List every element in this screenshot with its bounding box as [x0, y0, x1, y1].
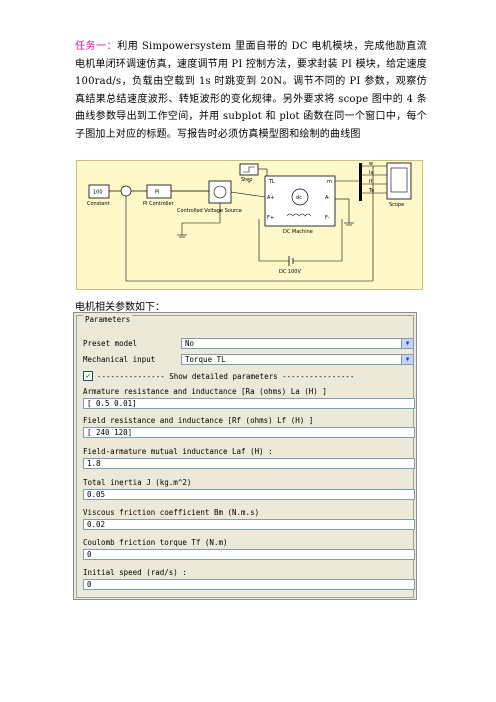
- a-plus-port: A+: [267, 195, 275, 201]
- chevron-down-icon[interactable]: ▼: [401, 339, 413, 348]
- bus-output-ia: Ia: [369, 170, 374, 176]
- show-detailed-checkbox[interactable]: ✔: [83, 371, 93, 381]
- dc-machine-label: DC Machine: [283, 229, 313, 235]
- viscous-bm-input[interactable]: 0.02: [83, 519, 415, 530]
- constant-label: Constant: [87, 201, 110, 207]
- caption: 电机相关参数如下：: [75, 302, 165, 313]
- f-minus-port: F-: [325, 215, 330, 221]
- task-text: 利用 Simpowersystem 里面自带的 DC 电机模块，完成他励直流电机…: [75, 41, 427, 140]
- parameters-group-title: Parameters: [83, 315, 133, 324]
- mechanical-input-value: Torque TL: [185, 355, 226, 364]
- inertia-j-input[interactable]: 0.05: [83, 489, 415, 500]
- step-label: Step: [241, 177, 252, 183]
- preset-model-select[interactable]: No ▼: [181, 338, 414, 349]
- param-label: Viscous friction coefficient Bm (N.m.s): [83, 508, 260, 517]
- task-paragraph: 任务一：利用 Simpowersystem 里面自带的 DC 电机模块，完成他励…: [75, 38, 427, 144]
- simulink-model-diagram: 100 Constant PI PI Controller Controlled…: [76, 160, 423, 290]
- bus-output-if: If: [369, 179, 372, 185]
- preset-model-row: Preset model No ▼: [83, 338, 414, 349]
- param-label: Coulomb friction torque Tf (N.m): [83, 538, 228, 547]
- show-detailed-row: ✔ --------------- Show detailed paramete…: [83, 371, 354, 381]
- param-label: Field-armature mutual inductance Laf (H)…: [83, 447, 273, 456]
- f-plus-port: F+: [267, 215, 274, 221]
- constant-block[interactable]: [88, 184, 110, 199]
- coulomb-tf-input[interactable]: 0: [83, 549, 415, 560]
- bus-output-te: Te: [368, 188, 374, 194]
- field-rf-lf-input[interactable]: [ 240 120]: [83, 427, 415, 438]
- param-label: Total inertia J (kg.m^2): [83, 478, 192, 487]
- parameters-dialog: Parameters Preset model No ▼ Mechanical …: [73, 312, 417, 600]
- dc-source-label: DC 100V: [279, 269, 301, 275]
- dc-machine-block[interactable]: [264, 175, 336, 227]
- param-label: Initial speed (rad/s) :: [83, 568, 187, 577]
- task-separator: ：: [106, 41, 118, 52]
- pi-label: PI Controller: [143, 201, 175, 207]
- laf-input[interactable]: 1.8: [83, 458, 415, 469]
- controlled-voltage-source-block[interactable]: [208, 180, 232, 204]
- bus-selector-bar[interactable]: [359, 163, 362, 201]
- mechanical-input-select[interactable]: Torque TL ▼: [181, 354, 414, 365]
- bus-output-w: w: [369, 161, 373, 167]
- a-minus-port: A-: [325, 195, 330, 201]
- preset-model-label: Preset model: [83, 339, 138, 348]
- preset-model-value: No: [185, 339, 195, 348]
- tl-port: TL: [268, 179, 275, 185]
- task-label: 任务一: [75, 41, 107, 52]
- m-port: m: [327, 179, 332, 185]
- param-label: Armature resistance and inductance [Ra (…: [83, 387, 327, 396]
- chevron-down-icon[interactable]: ▼: [401, 355, 413, 364]
- cvs-label: Controlled Voltage Source: [177, 208, 242, 214]
- parameters-group: Parameters Preset model No ▼ Mechanical …: [76, 315, 415, 598]
- mechanical-input-row: Mechanical input Torque TL ▼: [83, 354, 414, 365]
- param-label: Field resistance and inductance [Rf (ohm…: [83, 416, 314, 425]
- show-detailed-label: --------------- Show detailed parameters…: [97, 371, 355, 381]
- pi-text: PI: [155, 190, 160, 196]
- sum-block[interactable]: [120, 185, 132, 197]
- initial-speed-input[interactable]: 0: [83, 579, 415, 590]
- mechanical-input-label: Mechanical input: [83, 355, 156, 364]
- constant-value: 100: [93, 190, 103, 196]
- armature-ra-la-input[interactable]: [ 0.5 0.01]: [83, 398, 415, 409]
- scope-label: Scope: [389, 202, 404, 208]
- pi-controller-block[interactable]: [146, 184, 172, 199]
- dc-text: dc: [296, 195, 302, 201]
